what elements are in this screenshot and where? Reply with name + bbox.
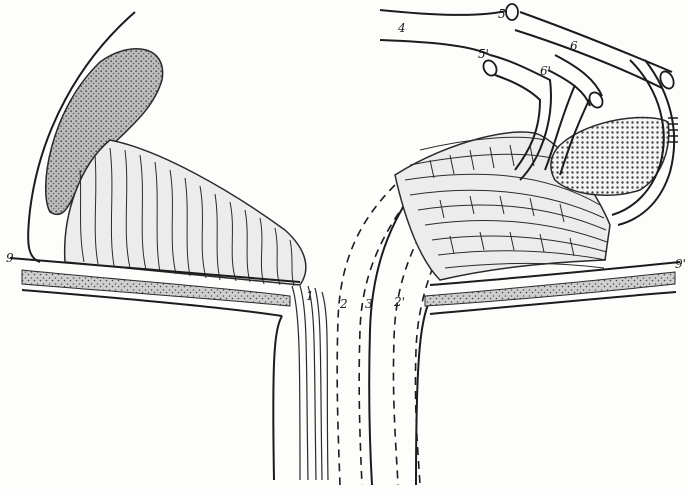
- label-9-right: 9': [675, 257, 686, 271]
- label-9-left: 9: [6, 251, 14, 265]
- vessel-ends: [481, 4, 676, 110]
- label-2: 2: [339, 297, 348, 311]
- label-2-prime: 2': [393, 295, 405, 309]
- label-5: 5: [498, 7, 506, 21]
- left-fiber-mass: [65, 140, 306, 286]
- label-5-prime: 5': [478, 47, 489, 61]
- left-descending-bundle: [292, 286, 328, 480]
- label-3: 3: [365, 297, 373, 311]
- label-6-prime: 6': [540, 64, 551, 78]
- left-canal-wall: [273, 316, 282, 480]
- label-1: 1: [306, 289, 314, 303]
- label-4: 4: [397, 21, 406, 35]
- label-6: 6: [570, 39, 578, 53]
